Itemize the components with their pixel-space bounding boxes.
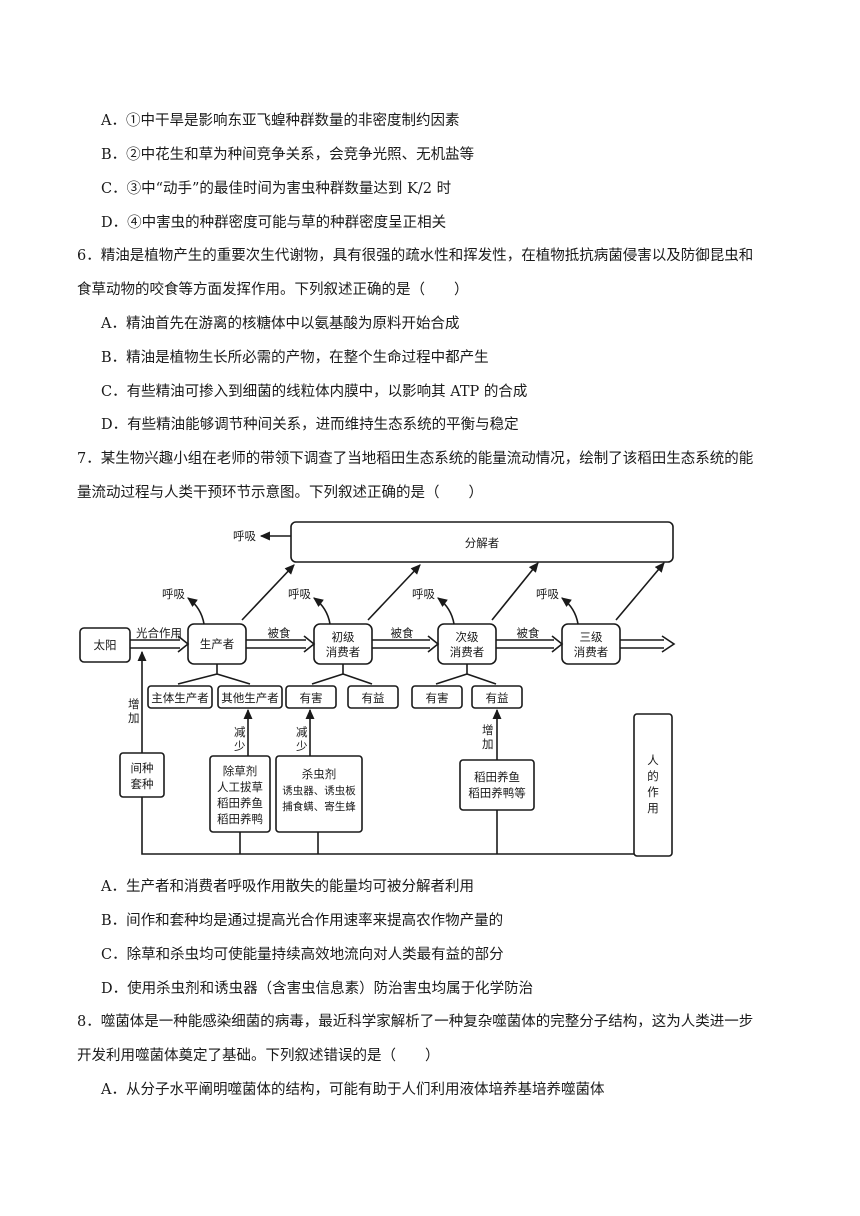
secondary-beneficial-label: 有益 bbox=[486, 691, 509, 705]
q6-option-a: A．精油首先在游离的核糖体中以氨基酸为原料开始合成 bbox=[101, 316, 460, 332]
primary-branches bbox=[311, 664, 373, 685]
pesticide-box bbox=[275, 755, 363, 833]
producer-label: 生产者 bbox=[200, 637, 235, 651]
pesticide-decrease-label-2: 少 bbox=[296, 739, 308, 753]
tertiary-outflow-arrow bbox=[620, 635, 676, 653]
fish-duck-line-1: 稻田养鱼 bbox=[474, 770, 520, 784]
primary-harmful-label: 有害 bbox=[300, 691, 323, 705]
sun-box bbox=[79, 627, 131, 663]
secondary-label-2: 消费者 bbox=[450, 645, 485, 659]
other-producer-box bbox=[217, 685, 283, 709]
primary-to-secondary-arrow bbox=[372, 635, 440, 653]
human-role-line-3: 作 bbox=[647, 785, 659, 799]
human-role-line-4: 用 bbox=[647, 801, 659, 815]
primary-label-1: 初级 bbox=[332, 630, 355, 644]
human-role-box bbox=[633, 713, 673, 857]
pesticide-line-1: 杀虫剂 bbox=[302, 767, 337, 781]
intercrop-label-2: 套种 bbox=[131, 777, 154, 791]
secondary-to-tertiary-arrow bbox=[496, 635, 564, 653]
secondary-beneficial-box bbox=[471, 685, 523, 709]
eaten-label-2: 被食 bbox=[391, 626, 414, 640]
fish-duck-box bbox=[459, 759, 535, 811]
human-role-line-1: 人 bbox=[647, 753, 659, 767]
q7-option-a: A．生产者和消费者呼吸作用散失的能量均可被分解者利用 bbox=[101, 879, 474, 895]
secondary-harmful-label: 有害 bbox=[426, 691, 449, 705]
primary-label-2: 消费者 bbox=[326, 645, 361, 659]
q6-option-d: D．有些精油能够调节种间关系，进而维持生态系统的平衡与稳定 bbox=[101, 417, 519, 433]
q7-option-b: B．间作和套种均是通过提高光合作用速率来提高农作物产量的 bbox=[101, 913, 504, 929]
pesticide-decrease-label-1: 减 bbox=[296, 725, 308, 739]
q7-stem-line1: 7．某生物兴趣小组在老师的带领下调查了当地稻田生态系统的能量流动情况，绘制了该稻… bbox=[77, 451, 754, 467]
primary-respiration-label: 呼吸 bbox=[288, 587, 311, 601]
main-producer-label: 主体生产者 bbox=[151, 691, 209, 705]
intercrop-label-1: 间种 bbox=[131, 761, 154, 775]
sun-label: 太阳 bbox=[94, 638, 117, 652]
decomposer-label: 分解者 bbox=[465, 536, 500, 550]
producer-respiration-arrow bbox=[187, 597, 205, 625]
q5-option-b: B．②中花生和草为种间竞争关系，会竞争光照、无机盐等 bbox=[101, 147, 475, 163]
primary-to-decomposer-arrow bbox=[367, 564, 421, 621]
q8-option-a: A．从分子水平阐明噬菌体的结构，可能有助于人们利用液体培养基培养噬菌体 bbox=[101, 1082, 605, 1098]
secondary-respiration-arrow bbox=[437, 597, 455, 625]
q7-option-d: D．使用杀虫剂和诱虫器（含害虫信息素）防治害虫均属于化学防治 bbox=[101, 981, 534, 997]
q6-stem-line1: 6．精油是植物产生的重要次生代谢物，具有很强的疏水性和挥发性，在植物抵抗病菌侵害… bbox=[77, 248, 754, 264]
intercrop-increase-label-1: 增 bbox=[128, 697, 140, 711]
producer-respiration-label: 呼吸 bbox=[162, 587, 185, 601]
photosynthesis-label: 光合作用 bbox=[136, 626, 182, 640]
tertiary-to-decomposer-arrow bbox=[615, 562, 665, 621]
decomposer-box bbox=[290, 521, 674, 563]
q7-option-c: C．除草和杀虫均可使能量持续高效地流向对人类最有益的部分 bbox=[101, 947, 504, 963]
herbicide-line-1: 除草剂 bbox=[223, 764, 258, 778]
intercrop-increase-label-2: 加 bbox=[128, 711, 140, 725]
herbicide-decrease-label-2: 少 bbox=[234, 739, 246, 753]
tertiary-label-1: 三级 bbox=[580, 630, 603, 644]
fish-duck-increase-label-1: 增 bbox=[482, 723, 494, 737]
secondary-to-decomposer-arrow bbox=[491, 562, 539, 621]
pesticide-line-3: 捕食螨、寄生蜂 bbox=[282, 800, 356, 813]
secondary-branches bbox=[435, 664, 497, 685]
bottom-connector bbox=[141, 797, 634, 855]
q6-stem-line2: 食草动物的咬食等方面发挥作用。下列叙述正确的是（ ） bbox=[77, 282, 469, 298]
fish-duck-line-2: 稻田养鸭等 bbox=[468, 786, 526, 800]
q8-stem-line2: 开发利用噬菌体奠定了基础。下列叙述错误的是（ ） bbox=[77, 1048, 440, 1064]
q5-option-c: C．③中“动手”的最佳时间为害虫种群数量达到 K/2 时 bbox=[101, 181, 452, 197]
primary-beneficial-box bbox=[347, 685, 399, 709]
tertiary-respiration-label: 呼吸 bbox=[536, 587, 559, 601]
q6-option-c: C．有些精油可掺入到细菌的线粒体内膜中，以影响其 ATP 的合成 bbox=[101, 384, 528, 400]
primary-harmful-box bbox=[285, 685, 337, 709]
primary-respiration-arrow bbox=[313, 597, 331, 625]
eaten-label-3: 被食 bbox=[517, 626, 540, 640]
human-role-line-2: 的 bbox=[647, 769, 659, 783]
fish-duck-increase-label-2: 加 bbox=[482, 737, 494, 751]
herbicide-line-3: 稻田养鱼 bbox=[217, 796, 263, 810]
pesticide-line-2: 诱虫器、诱虫板 bbox=[282, 784, 356, 797]
decomposer-respiration-label: 呼吸 bbox=[233, 529, 256, 543]
q5-option-d: D．④中害虫的种群密度可能与草的种群密度呈正相关 bbox=[101, 215, 447, 231]
producer-to-decomposer-arrow bbox=[241, 564, 295, 621]
sun-to-producer-arrow bbox=[130, 635, 190, 653]
tertiary-respiration-arrow bbox=[561, 597, 579, 625]
secondary-harmful-box bbox=[411, 685, 463, 709]
herbicide-line-2: 人工拔草 bbox=[217, 780, 263, 794]
q7-stem-line2: 量流动过程与人类干预环节示意图。下列叙述正确的是（ ） bbox=[77, 485, 483, 501]
primary-beneficial-label: 有益 bbox=[362, 691, 385, 705]
q5-option-a: A．①中干旱是影响东亚飞蝗种群数量的非密度制约因素 bbox=[101, 113, 460, 129]
energy-flow-diagram: 分解者 呼吸 呼吸 呼吸 呼吸 呼吸 太阳 光合作用 生产者 被食 被食 被食 … bbox=[79, 521, 676, 857]
herbicide-decrease-label-1: 减 bbox=[234, 725, 246, 739]
secondary-respiration-label: 呼吸 bbox=[412, 587, 435, 601]
producer-to-primary-arrow bbox=[246, 635, 316, 653]
tertiary-label-2: 消费者 bbox=[574, 645, 609, 659]
main-producer-box bbox=[147, 685, 213, 709]
herbicide-line-4: 稻田养鸭 bbox=[217, 812, 263, 826]
q6-option-b: B．精油是植物生长所必需的产物，在整个生命过程中都产生 bbox=[101, 350, 489, 366]
q8-stem-line1: 8．噬菌体是一种能感染细菌的病毒，最近科学家解析了一种复杂噬菌体的完整分子结构，… bbox=[77, 1014, 754, 1030]
eaten-label-1: 被食 bbox=[268, 626, 291, 640]
secondary-label-1: 次级 bbox=[456, 630, 479, 644]
other-producer-label: 其他生产者 bbox=[221, 691, 279, 705]
producer-branches bbox=[177, 664, 251, 685]
